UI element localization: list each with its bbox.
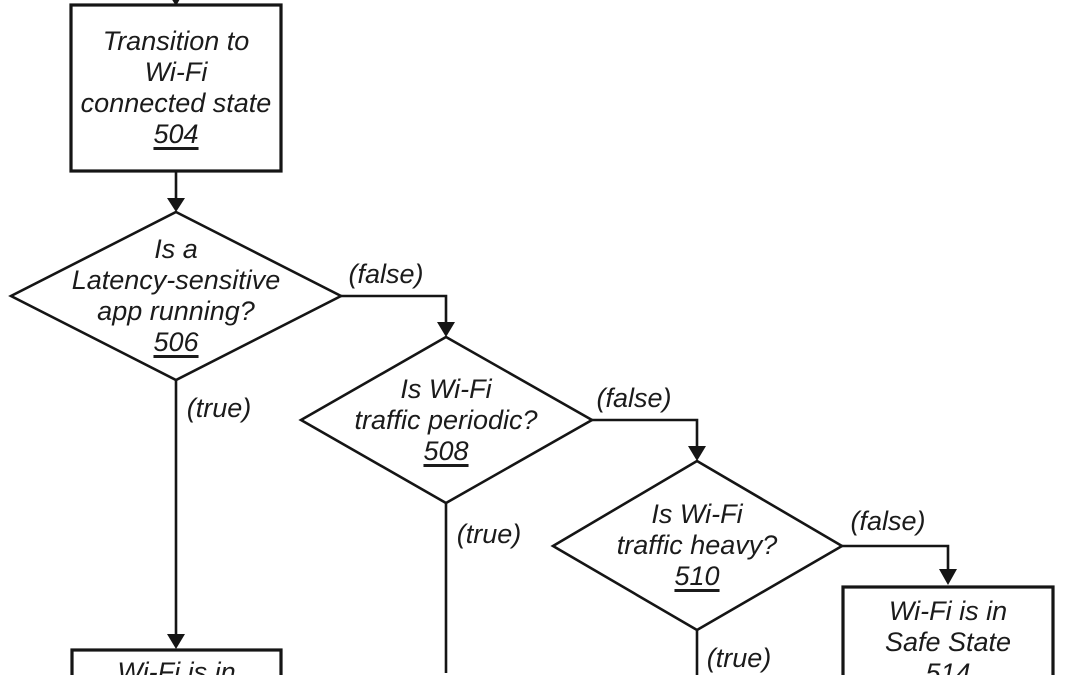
arrowhead-into-box-504: [172, 0, 180, 6]
diamond-508-outline: [298, 335, 595, 505]
arrowhead-into-diamond-510: [688, 446, 706, 461]
box-504-outline: [69, 3, 283, 173]
box-514-outline: [841, 585, 1055, 675]
arrowhead-into-diamond-506: [167, 198, 185, 212]
connector-false-508-510: [592, 418, 699, 448]
arrowhead-into-box-514: [939, 569, 957, 585]
diamond-506-outline: [8, 210, 344, 382]
arrowhead-into-box-512: [167, 634, 185, 649]
box-512-outline: [70, 648, 283, 675]
diamond-510-outline: [550, 459, 845, 632]
connector-false-510-514: [842, 544, 950, 571]
connector-false-506-508: [341, 294, 448, 324]
arrowhead-into-diamond-508: [437, 322, 455, 337]
